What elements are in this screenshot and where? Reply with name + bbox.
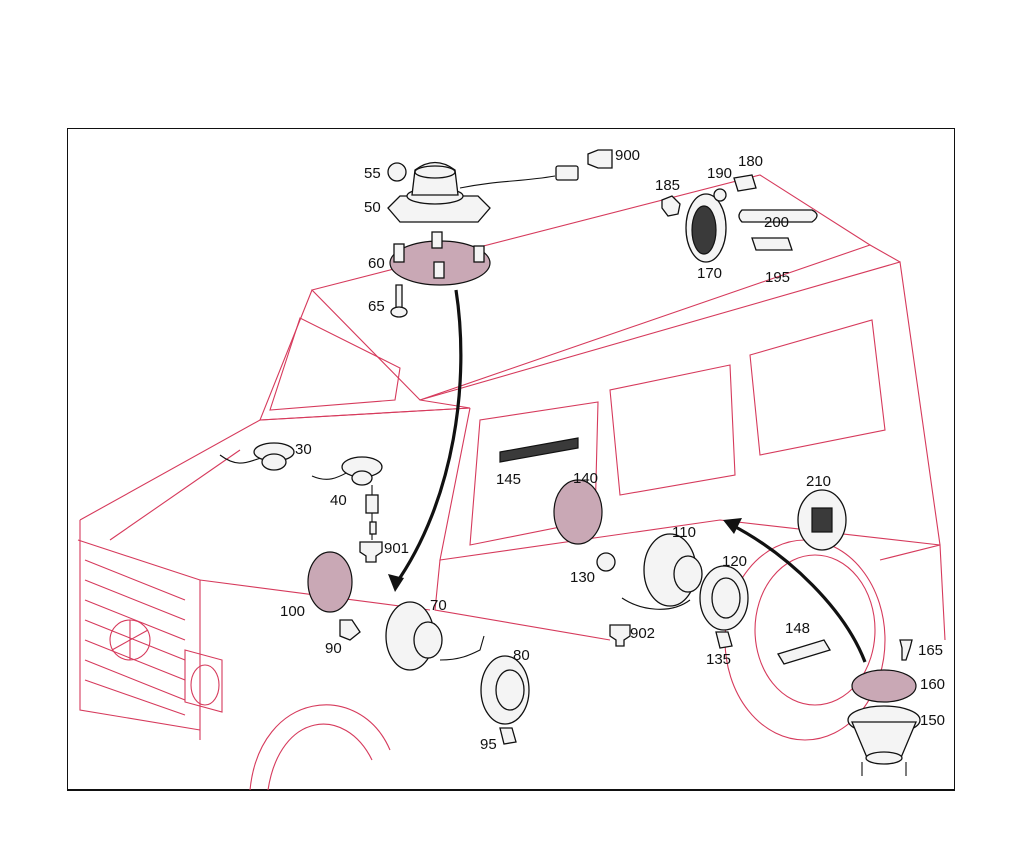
part-130-screw <box>596 552 616 572</box>
inline-filter-40 <box>365 494 379 514</box>
part-901-connector <box>359 541 383 563</box>
label-901: 901 <box>384 540 409 557</box>
label-900: 900 <box>615 147 640 164</box>
label-190: 190 <box>707 165 732 182</box>
part-900-connector <box>587 149 613 169</box>
label-40: 40 <box>330 492 347 509</box>
vehicle-outline <box>77 174 946 791</box>
part-90-screw <box>339 619 361 641</box>
sub-to-door-arrow <box>729 522 867 663</box>
label-180: 180 <box>738 153 763 170</box>
label-30: 30 <box>295 441 312 458</box>
label-150: 150 <box>920 712 945 729</box>
part-95-clip <box>499 727 517 745</box>
connector-50 <box>555 165 579 181</box>
arrow-head-2 <box>723 518 742 534</box>
part-50-mounting-plate <box>387 195 491 223</box>
label-110: 110 <box>672 524 696 541</box>
part-902-connector <box>609 624 631 647</box>
part-190-washer <box>713 188 727 202</box>
label-90: 90 <box>325 640 342 657</box>
label-148: 148 <box>785 620 810 637</box>
rear-speaker-group <box>661 174 818 263</box>
rear-door-speaker-group <box>596 533 749 649</box>
label-65: 65 <box>368 298 385 315</box>
part-140-grille <box>553 479 603 545</box>
label-135: 135 <box>706 651 731 668</box>
part-210-magnet <box>811 507 833 533</box>
part-55-cap <box>387 162 407 182</box>
part-145-badge <box>499 437 579 463</box>
part-148-bracket <box>777 639 831 665</box>
dash-speaker-group <box>219 442 383 563</box>
part-200-tube <box>738 209 818 223</box>
subwoofer-group <box>847 639 921 776</box>
part-160-grille <box>851 669 917 703</box>
wire-50-900 <box>459 175 556 189</box>
diagram-frame <box>67 128 955 791</box>
label-165: 165 <box>918 642 943 659</box>
roof-speaker-group <box>387 149 613 318</box>
wire-30 <box>219 454 263 464</box>
label-210: 210 <box>806 473 831 490</box>
label-170: 170 <box>697 265 722 282</box>
label-95: 95 <box>480 736 497 753</box>
label-55: 55 <box>364 165 381 182</box>
part-135-clip <box>715 631 733 649</box>
label-140: 140 <box>573 470 598 487</box>
label-100: 100 <box>280 603 305 620</box>
roof-to-door-arrow <box>393 289 463 586</box>
label-185: 185 <box>655 177 680 194</box>
label-902: 902 <box>630 625 655 642</box>
part-165-screw <box>899 639 913 661</box>
label-60: 60 <box>368 255 385 272</box>
label-160: 160 <box>920 676 945 693</box>
label-200: 200 <box>764 214 789 231</box>
label-120: 120 <box>722 553 747 570</box>
wire-70 <box>439 635 485 661</box>
callout-labels: 30 40 50 55 60 65 70 80 90 95 100 110 12… <box>280 147 945 753</box>
part-60-post <box>393 243 405 263</box>
label-80: 80 <box>513 647 530 664</box>
front-door-speaker-group <box>339 601 530 745</box>
part-185-nut <box>661 195 681 217</box>
arrow-head-1 <box>388 574 404 592</box>
label-130: 130 <box>570 569 595 586</box>
label-145: 145 <box>496 471 521 488</box>
label-195: 195 <box>765 269 790 286</box>
part-65-screw <box>395 284 403 309</box>
label-50: 50 <box>364 199 381 216</box>
part-195-block <box>751 237 793 251</box>
wire-110 <box>621 597 691 610</box>
part-100-grille <box>307 551 353 613</box>
part-180-bolt <box>733 174 757 192</box>
label-70: 70 <box>430 597 447 614</box>
